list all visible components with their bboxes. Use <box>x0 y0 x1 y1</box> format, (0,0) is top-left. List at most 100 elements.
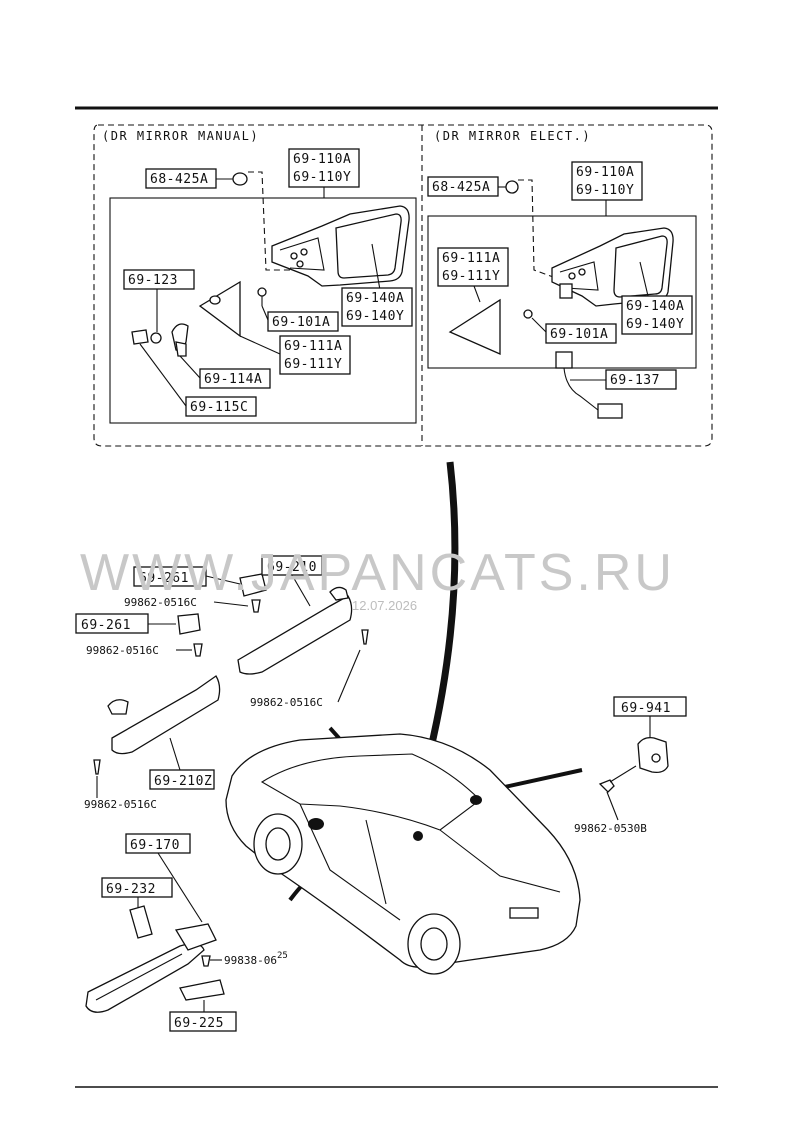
clip-icon <box>131 329 149 345</box>
label-text: 69-115C <box>190 400 248 415</box>
watermark-date: 12.07.2026 <box>352 598 417 613</box>
elect-mirror-base <box>559 261 599 291</box>
label-text: 69-140Y <box>626 317 684 332</box>
rearview-mount-icon <box>174 923 217 951</box>
dashed-leader <box>248 171 298 271</box>
mirror-base <box>279 237 325 271</box>
label-text: 69-261 <box>81 618 131 633</box>
visor-holder-icon <box>239 573 267 597</box>
label-text: 69-140A <box>626 299 684 314</box>
screw-label: 99862-0516C <box>250 696 323 709</box>
label-text: 69-110Y <box>576 183 634 198</box>
mount-cover-icon <box>179 979 225 1001</box>
elect-section-title: (DR MIRROR ELECT.) <box>434 129 591 143</box>
cap-part <box>232 172 248 186</box>
lamp-bulb-icon <box>129 905 153 939</box>
label-69-111-manual[interactable] <box>279 335 351 375</box>
label-69-140-elect[interactable] <box>621 295 693 335</box>
rear-lamp <box>509 907 539 919</box>
label-text: 69-225 <box>174 1016 224 1031</box>
rearview-mirror-edge <box>95 953 183 1001</box>
screw-label: 99862-0530B <box>574 822 647 835</box>
visor-pivot-icon <box>107 699 129 715</box>
leader <box>531 317 547 333</box>
label-69-210z[interactable] <box>149 769 215 790</box>
leader <box>205 575 241 585</box>
label-69-225[interactable] <box>169 1011 237 1032</box>
leader <box>606 791 619 821</box>
screw-icon <box>523 309 533 319</box>
leader <box>473 285 481 303</box>
knob-stem <box>175 341 187 357</box>
leader <box>261 305 269 321</box>
screw-icon <box>150 332 162 344</box>
sun-visor-right-icon <box>237 595 353 675</box>
bolt <box>568 272 576 280</box>
bolt <box>296 260 304 268</box>
mirror-glass-icon <box>335 213 402 279</box>
label-69-115c[interactable] <box>185 396 257 417</box>
label-text: 69-941 <box>621 701 671 716</box>
label-69-114a[interactable] <box>199 368 271 389</box>
label-text: 69-210Z <box>154 774 212 789</box>
leader <box>157 852 203 923</box>
label-text: 69-210 <box>267 560 317 575</box>
label-text: 69-101A <box>272 315 330 330</box>
label-text: 69-101A <box>550 327 608 342</box>
label-text: 69-110A <box>293 152 351 167</box>
screw-label: 99862-0516C <box>124 596 197 609</box>
leader <box>213 601 249 607</box>
label-69-101a-manual[interactable] <box>267 311 339 332</box>
screw-icon <box>257 287 267 297</box>
leader <box>179 355 201 379</box>
label-69-232[interactable] <box>101 877 173 898</box>
car-rear-glass <box>439 829 561 893</box>
screw-label: 99862-0516C <box>86 644 159 657</box>
mirror-marker <box>308 818 324 830</box>
screw-axis <box>609 765 637 783</box>
label-69-101a-elect[interactable] <box>545 323 617 344</box>
cover-triangle-icon <box>198 280 241 338</box>
sun-visor-left-icon <box>111 675 221 755</box>
dashed-leader <box>518 179 557 279</box>
harness-wire <box>563 367 599 411</box>
leader <box>371 243 381 291</box>
label-text: 69-111A <box>442 251 500 266</box>
leader <box>291 574 311 607</box>
door-marker <box>413 831 423 841</box>
clip-hole <box>651 753 661 763</box>
screw-label-99838: 99838-0625 <box>224 951 288 967</box>
label-text: 69-110A <box>576 165 634 180</box>
screw-icon <box>201 955 211 967</box>
visor-holder-icon <box>177 613 201 635</box>
label-text: 68-425A <box>150 172 208 187</box>
cover-hole <box>209 295 221 305</box>
bolt <box>578 268 586 276</box>
label-text: 69-123 <box>128 273 178 288</box>
label-69-111-elect[interactable] <box>437 247 509 287</box>
clip-reference-line <box>499 768 583 790</box>
leader <box>239 335 281 355</box>
label-text: 69-111A <box>284 339 342 354</box>
label-text: 68-425A <box>432 180 490 195</box>
car-roof <box>260 753 481 831</box>
label-text: 69-170 <box>130 838 180 853</box>
harness-connector-icon <box>555 351 573 369</box>
label-69-140-manual[interactable] <box>341 287 413 327</box>
car-door-line <box>365 819 387 905</box>
motor-connector <box>559 283 573 299</box>
clip-marker <box>470 795 482 805</box>
label-text: 69-261 <box>139 571 189 586</box>
label-69-123[interactable] <box>123 269 195 290</box>
label-text: 69-137 <box>610 373 660 388</box>
leader <box>139 343 187 407</box>
screw-icon <box>598 779 615 793</box>
label-69-110-elect[interactable] <box>571 161 643 201</box>
label-text: 69-232 <box>106 882 156 897</box>
label-text: 69-140A <box>346 291 404 306</box>
elect-cover-triangle-icon <box>448 298 501 355</box>
label-69-137[interactable] <box>605 369 677 390</box>
manual-section-title: (DR MIRROR MANUAL) <box>102 129 259 143</box>
leader <box>337 649 361 703</box>
